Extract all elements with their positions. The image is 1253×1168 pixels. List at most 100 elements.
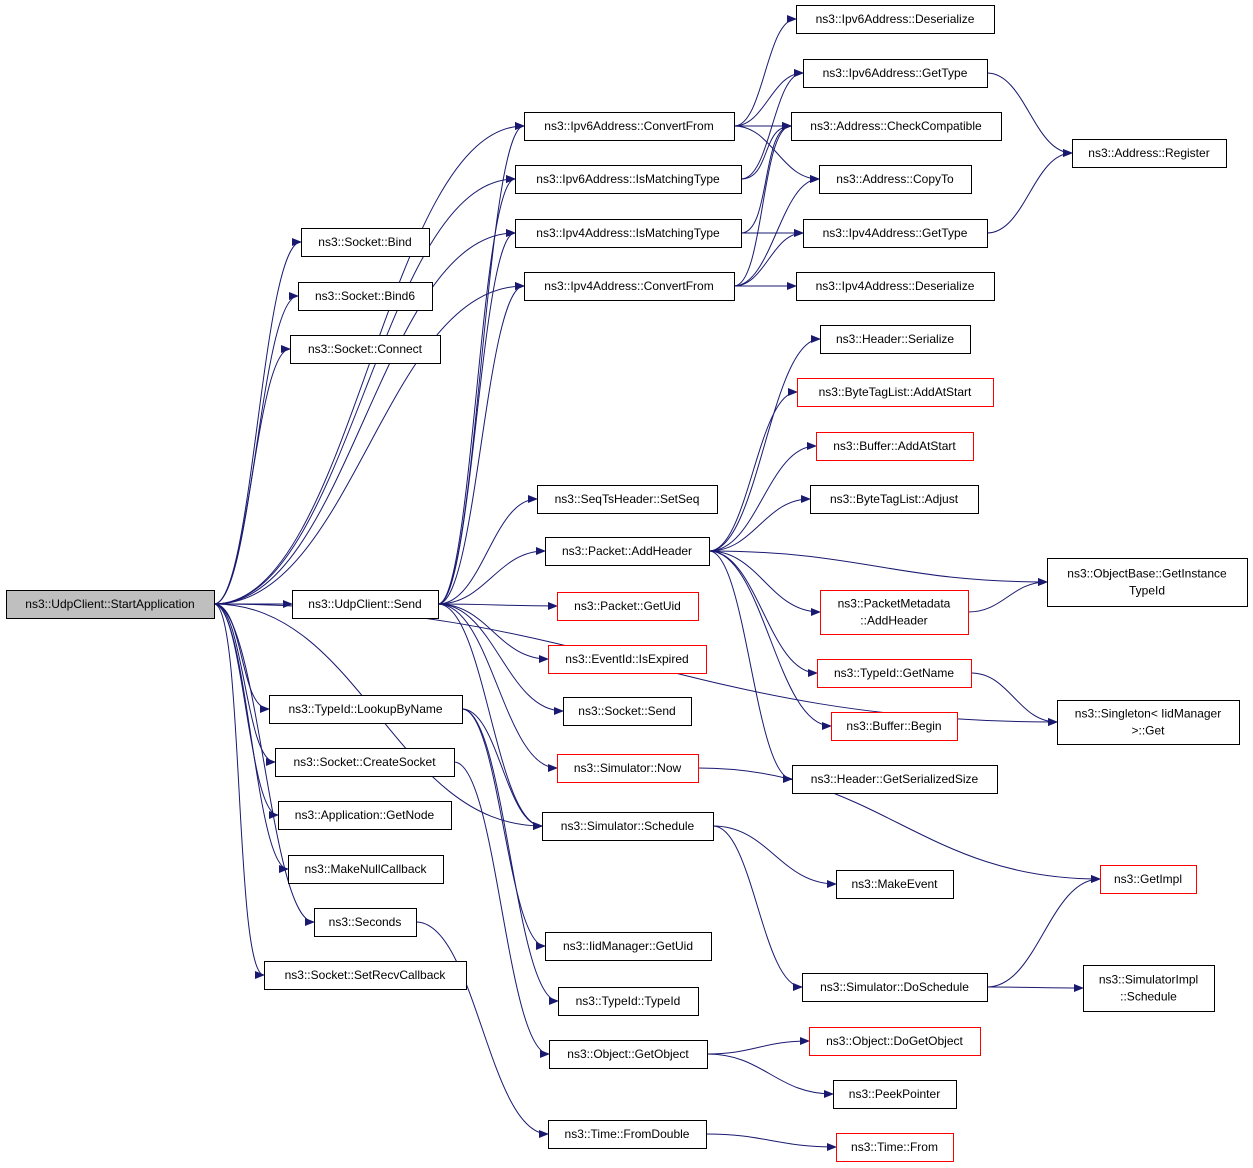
edge-lookup-to-typeid xyxy=(461,708,559,1005)
node-ipv4deser[interactable]: ns3::Ipv4Address::Deserialize xyxy=(796,272,995,301)
node-getimpl[interactable]: ns3::GetImpl xyxy=(1100,865,1197,894)
edge-root-to-recvcb xyxy=(213,603,265,979)
node-box-socksend xyxy=(563,697,692,726)
node-box-btladdstart xyxy=(797,378,994,407)
node-tidname[interactable]: ns3::TypeId::GetName xyxy=(817,659,972,688)
node-box-simsched xyxy=(542,812,714,841)
node-label-hdrsize-0: ns3::Header::GetSerializedSize xyxy=(811,772,979,786)
node-nullcb[interactable]: ns3::MakeNullCallback xyxy=(288,855,444,884)
node-ipv4type[interactable]: ns3::Ipv4Address::GetType xyxy=(803,219,988,248)
edge-addheader-to-bufaddstart xyxy=(708,442,817,552)
node-label-ipv6type-0: ns3::Ipv6Address::GetType xyxy=(823,66,968,80)
node-makeevent[interactable]: ns3::MakeEvent xyxy=(836,870,954,899)
node-setseq[interactable]: ns3::SeqTsHeader::SetSeq xyxy=(537,485,718,514)
node-addrcheck[interactable]: ns3::Address::CheckCompatible xyxy=(791,112,1002,141)
node-udpsend[interactable]: ns3::UdpClient::Send xyxy=(292,590,439,619)
edge-ipv4conv-to-addrcopy xyxy=(733,175,820,287)
edge-root-to-seconds xyxy=(213,603,315,926)
node-label-getuid-0: ns3::Packet::GetUid xyxy=(574,599,681,613)
node-seconds[interactable]: ns3::Seconds xyxy=(314,908,417,937)
node-peekptr[interactable]: ns3::PeekPointer xyxy=(833,1080,957,1109)
node-bufaddstart[interactable]: ns3::Buffer::AddAtStart xyxy=(816,432,974,461)
node-connect[interactable]: ns3::Socket::Connect xyxy=(290,335,441,364)
node-box-bind xyxy=(301,228,430,257)
edge-root-to-lookup xyxy=(213,603,270,713)
node-recvcb[interactable]: ns3::Socket::SetRecvCallback xyxy=(264,961,467,990)
node-label-iidgetuid-0: ns3::IidManager::GetUid xyxy=(563,939,693,953)
node-label-ipv6match-0: ns3::Ipv6Address::IsMatchingType xyxy=(536,172,720,186)
edges-layer xyxy=(213,15,1101,1151)
node-ipv6match[interactable]: ns3::Ipv6Address::IsMatchingType xyxy=(515,165,742,194)
node-bufbegin[interactable]: ns3::Buffer::Begin xyxy=(831,712,958,741)
edge-udpsend-to-getuid xyxy=(437,601,558,610)
edge-ipv4match-to-addrcheck xyxy=(740,122,792,234)
node-label-ipv4match-0: ns3::Ipv4Address::IsMatchingType xyxy=(536,226,720,240)
nodes-layer: ns3::UdpClient::StartApplicationns3::Soc… xyxy=(6,5,1248,1162)
node-addrcopy[interactable]: ns3::Address::CopyTo xyxy=(819,165,972,194)
node-ipv4conv[interactable]: ns3::Ipv4Address::ConvertFrom xyxy=(524,272,735,301)
node-box-bufaddstart xyxy=(816,432,974,461)
node-box-ipv4deser xyxy=(796,272,995,301)
node-root[interactable]: ns3::UdpClient::StartApplication xyxy=(6,590,215,619)
node-label-singleton-1: >::Get xyxy=(1131,724,1165,738)
node-dogetobject[interactable]: ns3::Object::DoGetObject xyxy=(809,1027,981,1056)
node-box-tidname xyxy=(817,659,972,688)
node-label-ipv6deser-0: ns3::Ipv6Address::Deserialize xyxy=(816,12,975,26)
node-getuid[interactable]: ns3::Packet::GetUid xyxy=(557,592,699,621)
edge-pmaddhdr-to-getinst xyxy=(967,578,1048,613)
node-box-hdrsize xyxy=(792,765,998,794)
node-label-makeevent-0: ns3::MakeEvent xyxy=(851,877,938,891)
node-hdrser[interactable]: ns3::Header::Serialize xyxy=(820,325,971,354)
node-singleton[interactable]: ns3::Singleton< IidManager>::Get xyxy=(1057,700,1240,745)
node-simimplsched[interactable]: ns3::SimulatorImpl::Schedule xyxy=(1083,965,1215,1012)
node-btladjust[interactable]: ns3::ByteTagList::Adjust xyxy=(810,485,979,514)
node-ipv6type[interactable]: ns3::Ipv6Address::GetType xyxy=(803,59,988,88)
node-createsock[interactable]: ns3::Socket::CreateSocket xyxy=(275,748,455,777)
node-timefrom[interactable]: ns3::Time::From xyxy=(836,1133,954,1162)
node-ipv6deser[interactable]: ns3::Ipv6Address::Deserialize xyxy=(796,5,995,34)
node-label-nullcb-0: ns3::MakeNullCallback xyxy=(304,862,427,876)
edge-root-to-connect xyxy=(213,345,291,605)
node-btladdstart[interactable]: ns3::ByteTagList::AddAtStart xyxy=(797,378,994,407)
edge-ipv4type-to-addrreg xyxy=(986,149,1073,234)
node-dosched[interactable]: ns3::Simulator::DoSchedule xyxy=(802,973,988,1002)
node-iidgetuid[interactable]: ns3::IidManager::GetUid xyxy=(545,932,712,961)
edge-root-to-ipv4match xyxy=(213,229,516,605)
node-addrreg[interactable]: ns3::Address::Register xyxy=(1072,139,1227,168)
node-label-getnode-0: ns3::Application::GetNode xyxy=(295,808,435,822)
edge-udpsend-to-addheader xyxy=(437,547,546,605)
node-pmaddhdr[interactable]: ns3::PacketMetadata::AddHeader xyxy=(820,590,969,635)
node-getobject[interactable]: ns3::Object::GetObject xyxy=(549,1040,708,1069)
node-bind6[interactable]: ns3::Socket::Bind6 xyxy=(298,282,433,311)
edge-createsock-to-getobject xyxy=(453,761,550,1058)
node-box-udpsend xyxy=(292,590,439,619)
node-box-addrreg xyxy=(1072,139,1227,168)
edge-udpsend-to-simnow xyxy=(437,603,558,772)
node-bind[interactable]: ns3::Socket::Bind xyxy=(301,228,430,257)
node-box-ipv6match xyxy=(515,165,742,194)
edge-udpsend-to-isexpired xyxy=(437,603,549,663)
node-ipv6conv[interactable]: ns3::Ipv6Address::ConvertFrom xyxy=(524,112,735,141)
node-box-ipv6conv xyxy=(524,112,735,141)
node-box-addheader xyxy=(545,537,710,566)
node-box-ipv4match xyxy=(515,219,742,248)
node-box-getinst xyxy=(1047,558,1248,607)
node-lookup[interactable]: ns3::TypeId::LookupByName xyxy=(269,695,463,724)
node-hdrsize[interactable]: ns3::Header::GetSerializedSize xyxy=(792,765,998,794)
node-label-setseq-0: ns3::SeqTsHeader::SetSeq xyxy=(555,492,700,506)
node-addheader[interactable]: ns3::Packet::AddHeader xyxy=(545,537,710,566)
node-box-hdrser xyxy=(820,325,971,354)
node-isexpired[interactable]: ns3::EventId::IsExpired xyxy=(548,645,707,674)
node-ipv4match[interactable]: ns3::Ipv4Address::IsMatchingType xyxy=(515,219,742,248)
node-getnode[interactable]: ns3::Application::GetNode xyxy=(278,801,452,830)
node-simsched[interactable]: ns3::Simulator::Schedule xyxy=(542,812,714,841)
edge-dosched-to-getimpl xyxy=(986,875,1101,988)
node-simnow[interactable]: ns3::Simulator::Now xyxy=(557,754,699,783)
edge-lookup-to-iidgetuid xyxy=(461,708,546,950)
node-typeid[interactable]: ns3::TypeId::TypeId xyxy=(558,987,699,1016)
node-fromdouble[interactable]: ns3::Time::FromDouble xyxy=(548,1120,707,1149)
node-label-getobject-0: ns3::Object::GetObject xyxy=(567,1047,689,1061)
node-socksend[interactable]: ns3::Socket::Send xyxy=(563,697,692,726)
